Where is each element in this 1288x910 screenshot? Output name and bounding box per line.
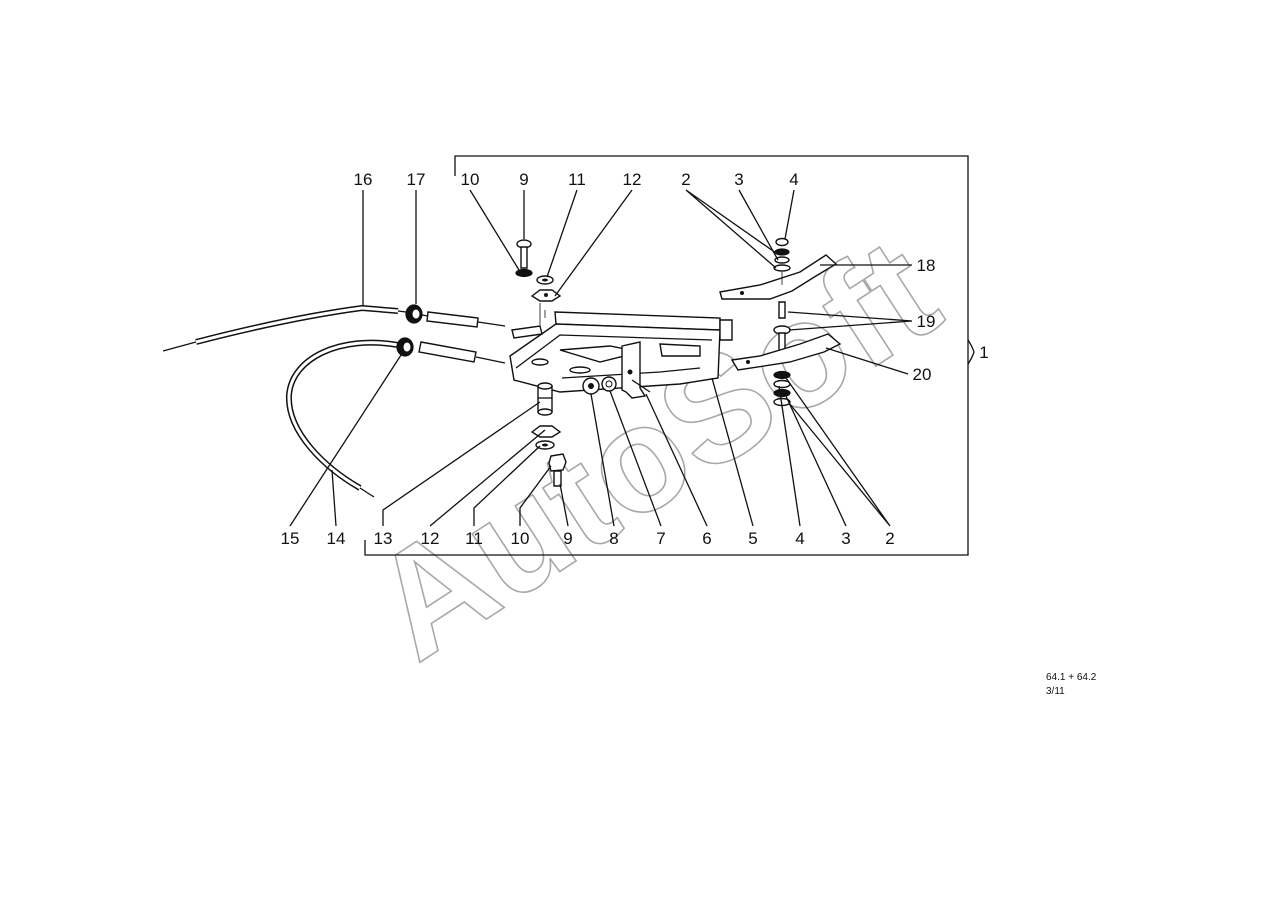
leader-line-9-bottom	[559, 483, 569, 527]
leader-lines	[289, 189, 913, 527]
sheet-number: 3/11	[1046, 686, 1065, 697]
leader-line-4-top	[784, 189, 795, 240]
washer-7	[601, 376, 617, 392]
footer-reference: 64.1 + 64.2 3/11	[1046, 672, 1097, 697]
callout-top-10: 10	[461, 170, 480, 189]
leader-line-2-top	[685, 189, 777, 269]
clip-11-top	[536, 275, 554, 285]
bolt-stack-top	[773, 237, 791, 285]
callout-bottom-10: 10	[511, 529, 530, 548]
lever-18	[719, 254, 838, 300]
assembly-frame	[364, 155, 975, 556]
callout-top-9: 9	[519, 170, 528, 189]
callout-top-16: 16	[354, 170, 373, 189]
washer-8	[582, 377, 600, 395]
reference-code: 64.1 + 64.2	[1046, 672, 1097, 683]
callout-bottom-3: 3	[841, 529, 850, 548]
bolt-9-bottom	[553, 470, 562, 487]
leader-line-11-top	[546, 189, 578, 278]
callout-bottom-7: 7	[656, 529, 665, 548]
lever-20	[719, 319, 842, 371]
upper-cable-sleeve	[426, 311, 479, 328]
upper-cable	[162, 304, 506, 352]
upper-cable-nut	[397, 304, 429, 324]
lower-cable-sleeve	[418, 341, 477, 363]
bolt-9-top	[516, 239, 532, 269]
leader-line-14	[331, 469, 337, 527]
leader-line-7	[609, 390, 662, 527]
bracket	[621, 341, 651, 399]
callout-bottom-4: 4	[795, 529, 804, 548]
callout-bottom-15: 15	[281, 529, 300, 548]
leader-line-3-top	[738, 189, 779, 261]
plate-slot	[659, 343, 701, 357]
leader-line-13	[382, 401, 541, 526]
callout-top-17: 17	[407, 170, 426, 189]
callout-bottom-5: 5	[748, 529, 757, 548]
callout-bottom-8: 8	[609, 529, 618, 548]
assembly-label: 1	[979, 343, 988, 362]
callout-bottom-11: 11	[465, 529, 483, 548]
callout-top-11: 11	[568, 170, 586, 189]
leader-line-6	[645, 393, 708, 527]
callout-top-2: 2	[681, 170, 690, 189]
callout-bottom-12: 12	[421, 529, 440, 548]
lower-cable-nut	[396, 337, 414, 357]
callout-right-20: 20	[913, 365, 932, 384]
leader-line-10-top	[469, 189, 520, 271]
callout-bottom-14: 14	[327, 529, 346, 548]
assembly-brace	[967, 339, 975, 365]
watermark: AutoSoft	[343, 205, 965, 691]
callout-top-3: 3	[734, 170, 743, 189]
clip-12-top	[530, 289, 562, 302]
leader-line-10-bottom	[519, 465, 552, 526]
callouts-top: 16 17 10 9 11 12 2 3 4	[354, 170, 799, 189]
leader-line-19	[787, 311, 913, 331]
leader-line-12-bottom	[429, 429, 546, 527]
leader-line-8	[590, 393, 615, 527]
callout-top-4: 4	[789, 170, 798, 189]
callout-bottom-6: 6	[702, 529, 711, 548]
leader-line-20	[825, 347, 909, 375]
callouts-right: 18 19 20 1	[913, 256, 989, 384]
callout-bottom-9: 9	[563, 529, 572, 548]
leader-line-4-bottom	[778, 385, 801, 527]
callouts-bottom: 15 14 13 12 11 10 9 8 7 6 5 4 3 2	[281, 529, 895, 548]
callout-right-18: 18	[917, 256, 936, 275]
plate-tab	[511, 325, 543, 339]
base-plate	[509, 311, 721, 393]
washer-11-bottom	[535, 440, 555, 450]
plate-hole	[531, 358, 549, 366]
pin-13	[537, 382, 553, 416]
leader-line-15	[289, 351, 404, 527]
leader-line-5	[711, 377, 754, 527]
plate-stud	[719, 319, 733, 341]
assembly-axis	[539, 303, 546, 325]
callout-bottom-2: 2	[885, 529, 894, 548]
lower-cable	[285, 339, 506, 498]
nut-10-bottom	[548, 453, 567, 472]
leader-line-12-top	[554, 189, 633, 297]
washer-10-top	[515, 268, 533, 278]
plate-hole	[569, 366, 591, 374]
leader-line-3-bottom	[784, 393, 847, 527]
leader-line-11-bottom	[473, 445, 541, 526]
callout-right-19: 19	[917, 312, 936, 331]
callout-bottom-13: 13	[374, 529, 393, 548]
leader-line-2-bottom	[785, 377, 891, 527]
callout-top-12: 12	[623, 170, 642, 189]
